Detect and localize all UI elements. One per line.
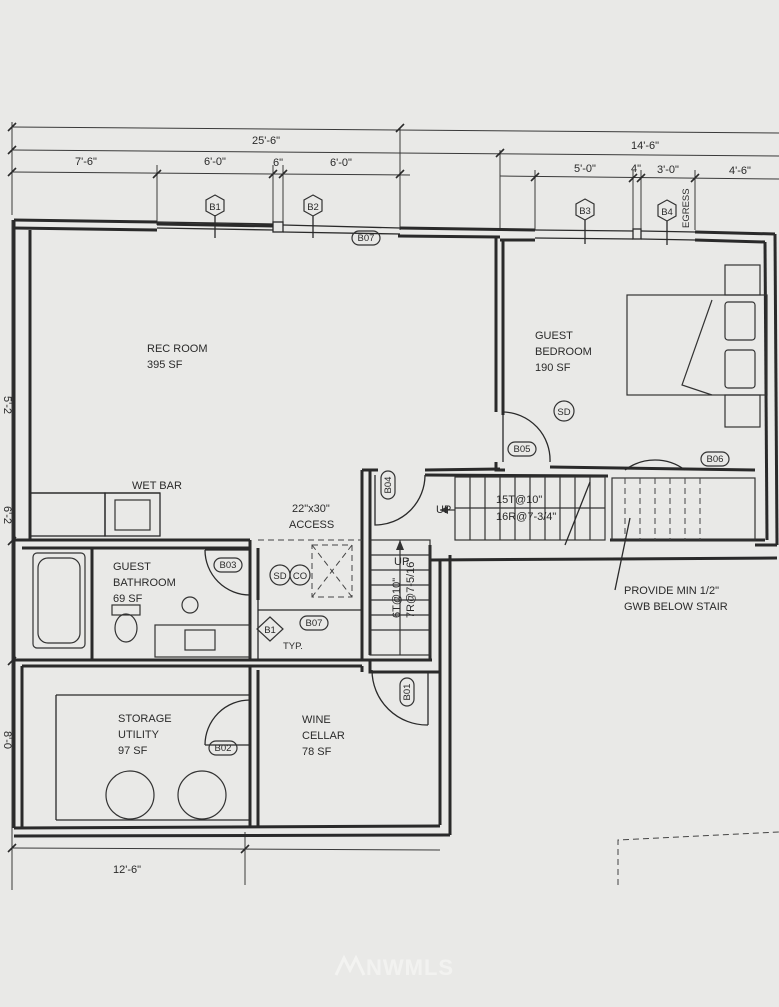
door-tag-b05: B05 [507, 441, 537, 457]
svg-text:B05: B05 [514, 444, 531, 455]
dim-side-2: 6'-2 [1, 506, 13, 524]
storage-line2: UTILITY [118, 729, 160, 741]
note-line2: GWB BELOW STAIR [624, 601, 728, 613]
window-tag-b1: B1 [205, 194, 225, 238]
svg-text:B1: B1 [209, 202, 221, 213]
rec-room-name: REC ROOM [147, 343, 208, 355]
smoke-detector-icon [553, 400, 575, 422]
stair-below [611, 477, 756, 591]
stair-short [369, 539, 431, 656]
bath-fixtures [32, 552, 251, 658]
bed [626, 264, 768, 428]
storage-line1: STORAGE [118, 713, 172, 725]
wine-line2: CELLAR [302, 730, 345, 742]
window-tag-b3: B3 [575, 198, 595, 244]
dim-seg-3: 6" [273, 157, 283, 169]
stair-main-risers: 16R@7-3/4" [496, 511, 556, 523]
dim-overall-left: 25'-6" [252, 135, 280, 147]
nwmls-watermark: NWMLS [334, 954, 454, 980]
attic-access [258, 539, 362, 598]
svg-text:B07: B07 [306, 618, 323, 629]
svg-text:B2: B2 [307, 202, 319, 213]
door-tag-b02: B02 [208, 740, 238, 756]
dim-seg-2: 6'-0" [204, 156, 226, 168]
stair-short-treads: 6T@10" [391, 578, 403, 618]
guest-bathroom-area: 69 SF [113, 593, 143, 605]
co-label: CO [293, 571, 307, 582]
dim-overall-right: 14'-6" [631, 140, 659, 152]
guest-bedroom-line2: BEDROOM [535, 346, 592, 358]
wet-bar-label: WET BAR [132, 480, 182, 492]
wine-area: 78 SF [302, 746, 332, 758]
window-tag-b1-typ: B1 [256, 616, 284, 642]
svg-text:B04: B04 [383, 477, 394, 494]
svg-text:B02: B02 [215, 743, 232, 754]
window-tag-b2: B2 [303, 194, 323, 238]
door-tag-b01: B01 [399, 677, 415, 707]
dim-seg-5: 5'-0" [574, 163, 596, 175]
door-tag-b06: B06 [700, 451, 730, 467]
door-tag-b04: B04 [380, 470, 396, 500]
note-line1: PROVIDE MIN 1/2" [624, 585, 719, 597]
dim-seg-4: 6'-0" [330, 157, 352, 169]
sd-label-hall: SD [273, 571, 286, 582]
sd-label-bedroom: SD [557, 407, 570, 418]
svg-text:B06: B06 [707, 454, 724, 465]
storage-area: 97 SF [118, 745, 148, 757]
dim-side-1: 5'-2 [1, 396, 13, 414]
door-tag-b07-bath: B07 [299, 615, 329, 631]
svg-text:B3: B3 [579, 206, 591, 217]
door-tag-b03: B03 [213, 557, 243, 573]
watermark-text: NWMLS [366, 955, 454, 980]
svg-text:B01: B01 [402, 684, 413, 701]
access-size-label: 22"x30" [292, 503, 330, 515]
access-label: ACCESS [289, 519, 334, 531]
egress-label: EGRESS [681, 188, 692, 228]
doors [204, 411, 686, 746]
up-label-main: UP [436, 504, 451, 516]
rec-room-area: 395 SF [147, 359, 183, 371]
guest-bedroom-line1: GUEST [535, 330, 573, 342]
wine-line1: WINE [302, 714, 331, 726]
stair-short-risers: 7R@7-5/16" [405, 558, 417, 618]
dim-bottom: 12'-6" [113, 864, 141, 876]
guest-bedroom-area: 190 SF [535, 362, 571, 374]
utility-tanks [105, 770, 227, 820]
svg-text:B4: B4 [661, 207, 673, 218]
stair-main-treads: 15T@10" [496, 494, 542, 506]
dimension-lines [7, 122, 779, 890]
dim-side-3: 8'-0 [1, 731, 13, 749]
dim-seg-1: 7'-6" [75, 156, 97, 168]
stair-main [440, 476, 606, 546]
window-tag-b4: B4 [657, 199, 677, 245]
up-label-short: UP [394, 556, 409, 568]
door-tag-b07-top: B07 [351, 230, 381, 246]
co-detector-icon [289, 564, 311, 586]
dim-seg-7: 3'-0" [657, 164, 679, 176]
guest-bathroom-line2: BATHROOM [113, 577, 176, 589]
dim-seg-6: 4" [631, 163, 641, 175]
svg-text:B07: B07 [358, 233, 375, 244]
svg-text:B1: B1 [264, 625, 276, 636]
guest-bathroom-line1: GUEST [113, 561, 151, 573]
dim-seg-8: 4'-6" [729, 165, 751, 177]
svg-text:B03: B03 [220, 560, 237, 571]
typ-label: TYP. [283, 641, 303, 652]
walls [12, 218, 779, 838]
